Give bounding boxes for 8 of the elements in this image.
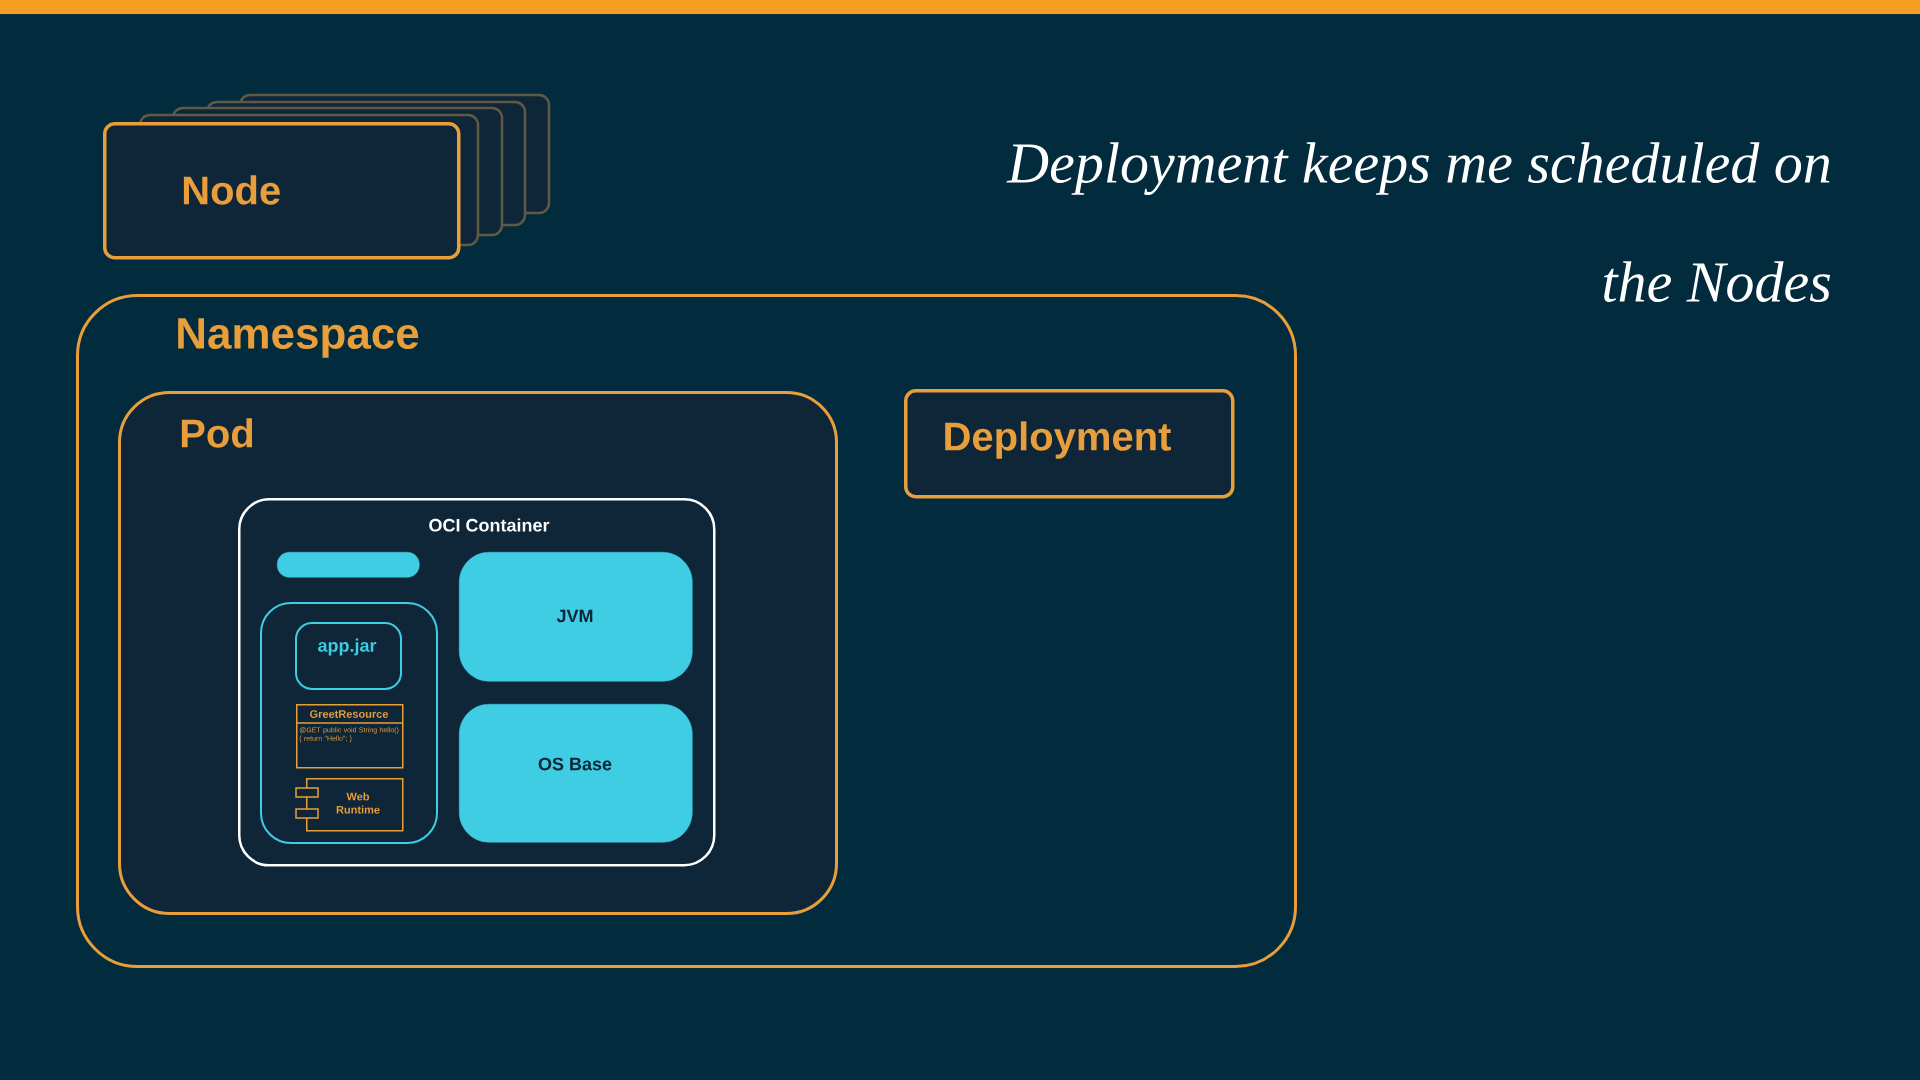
top-bar (0, 0, 1920, 15)
component-box: Web Runtime (295, 778, 404, 832)
node-stack-box: Node (103, 93, 551, 260)
jar-box: app.jar (295, 622, 402, 690)
jvm-box: JVM (459, 552, 693, 682)
os-box: OS Base (459, 704, 693, 843)
deployment-box: Deployment (904, 389, 1235, 499)
bar-shape (277, 552, 420, 578)
